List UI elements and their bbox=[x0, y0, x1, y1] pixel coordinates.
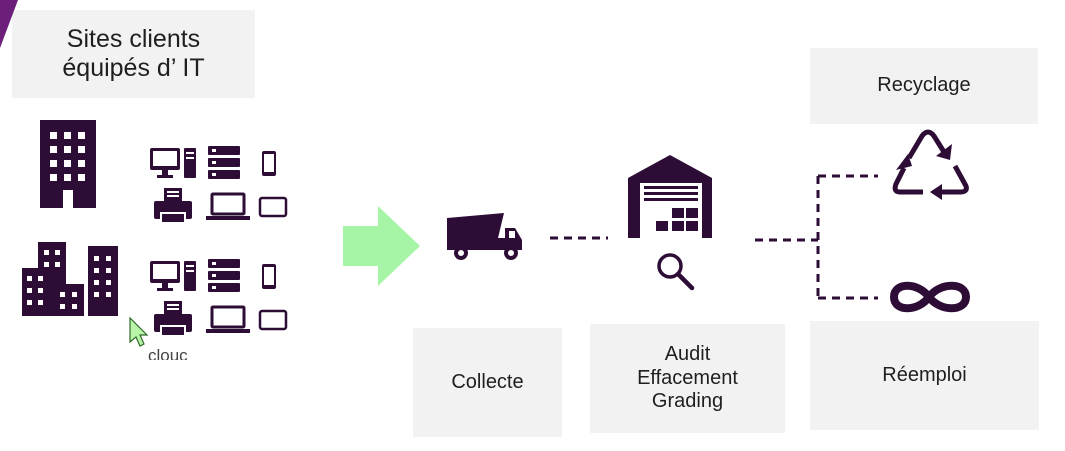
source-sites-box: Sites clients équipés d’ IT bbox=[12, 10, 255, 98]
source-title-line2: équipés d’ IT bbox=[62, 54, 205, 82]
cursor-icon bbox=[129, 316, 149, 347]
audit-label-line3: Grading bbox=[651, 390, 724, 413]
office-building-icon bbox=[40, 120, 96, 208]
magnifier-icon bbox=[657, 253, 695, 291]
infinity-icon bbox=[889, 281, 971, 313]
device-cluster-top bbox=[148, 144, 288, 224]
city-buildings-icon bbox=[22, 242, 118, 316]
recycle-icon bbox=[892, 129, 969, 200]
recyclage-label: Recyclage bbox=[877, 74, 971, 97]
audit-label-line2: Effacement bbox=[637, 366, 738, 389]
audit-label-line1: Audit bbox=[664, 343, 711, 366]
flow-arrow bbox=[343, 206, 420, 286]
collecte-label: Collecte bbox=[451, 370, 524, 393]
collecte-box: Collecte bbox=[413, 328, 562, 437]
reemploi-box: Réemploi bbox=[810, 321, 1039, 430]
warehouse-icon bbox=[628, 155, 712, 238]
audit-box: Audit Effacement Grading bbox=[590, 324, 785, 433]
device-cluster-bottom bbox=[148, 257, 288, 337]
truck-icon bbox=[447, 213, 522, 260]
recyclage-box: Recyclage bbox=[810, 48, 1038, 124]
cut-off-text: clouc bbox=[148, 346, 188, 360]
corner-accent bbox=[0, 0, 18, 48]
source-title-line1: Sites clients bbox=[66, 24, 201, 53]
connector-lines bbox=[550, 174, 878, 300]
reemploi-label: Réemploi bbox=[882, 363, 967, 386]
